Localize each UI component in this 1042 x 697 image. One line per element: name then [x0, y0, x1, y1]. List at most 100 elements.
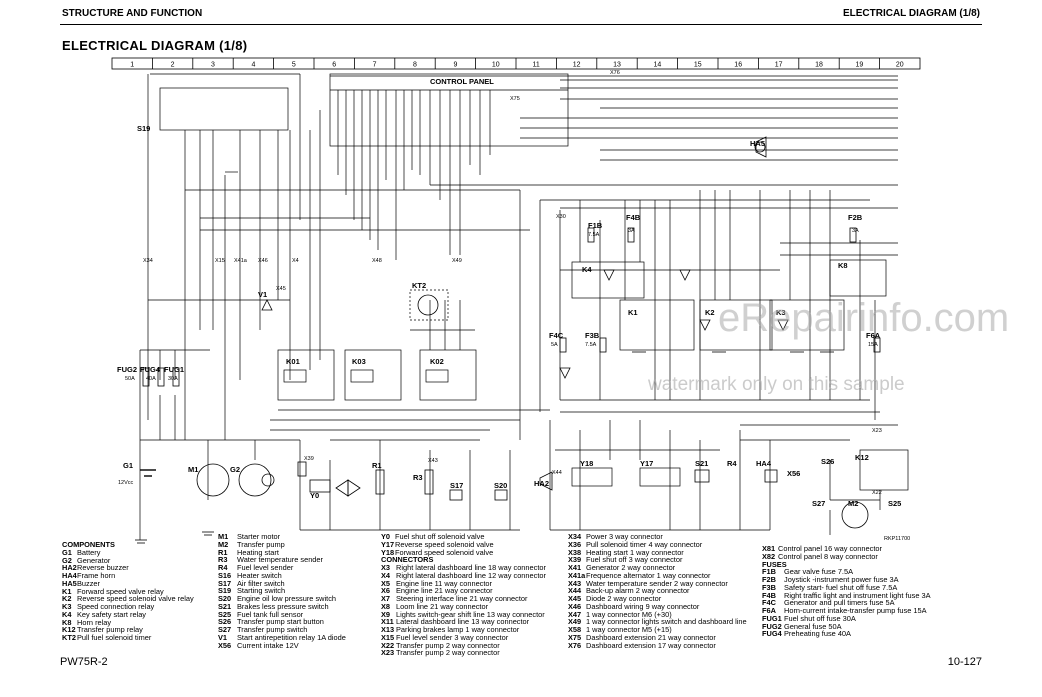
legend-code: S16 [218, 570, 232, 580]
legend-text: Engine oil low pressure switch [237, 594, 336, 603]
legend-code: X3 [381, 563, 391, 572]
svg-text:F3B: F3B [585, 331, 600, 340]
svg-text:X44: X44 [552, 470, 562, 476]
legend-text: Transfer pump start button [237, 617, 324, 627]
page-title: ELECTRICAL DIAGRAM (1/8) [62, 38, 248, 53]
connectors-heading: CONNECTORS [381, 555, 434, 565]
svg-text:K03: K03 [352, 357, 366, 366]
svg-text:Y0: Y0 [310, 491, 319, 500]
grid-column-label: 1 [130, 62, 134, 69]
legend-text: Dashboard wiring 9 way connector [586, 601, 700, 611]
watermark-sub: watermark only on this sample [648, 374, 905, 395]
grid-column-label: 12 [573, 62, 581, 69]
legend-code: S26 [218, 617, 232, 627]
svg-text:7.5A: 7.5A [588, 232, 600, 238]
legend-text: Water temperature sender [237, 555, 323, 565]
legend-text: Engine line 11 way connector [396, 578, 493, 588]
legend-text: Frequence alternator 1 way connector [586, 570, 711, 580]
svg-text:G1: G1 [123, 461, 133, 470]
legend-text: Brakes less pressure switch [237, 601, 329, 611]
svg-text:X34: X34 [143, 258, 153, 264]
svg-text:R3: R3 [413, 473, 423, 482]
legend-text: Generator 2 way connector [586, 563, 676, 572]
legend-text: Control panel 8 way connector [778, 551, 878, 561]
legend-text: Fuel level sender 3 way connector [396, 632, 509, 642]
legend-code: K2 [62, 594, 72, 604]
legend-code: X11 [381, 617, 394, 627]
legend-text: Heating start [237, 547, 279, 557]
legend-text: Gear valve fuse 7.5A [784, 567, 854, 577]
grid-column-label: 7 [373, 62, 377, 69]
temp-sender-symbol [424, 469, 434, 495]
svg-text:FUG2: FUG2 [117, 365, 137, 374]
header-rule [60, 24, 982, 25]
legend-code: FUG1 [762, 613, 782, 623]
svg-text:12Vcc: 12Vcc [118, 480, 134, 486]
legend-code: G2 [62, 555, 72, 565]
legend-code: X46 [568, 601, 582, 611]
grid-column-label: 14 [654, 62, 662, 69]
svg-text:Y17: Y17 [640, 459, 653, 468]
legend-text: Control panel 16 way connector [778, 544, 882, 553]
svg-text:15A: 15A [868, 342, 878, 348]
svg-text:M2: M2 [848, 499, 858, 508]
legend-text: 1 way connector M5 (+15) [586, 625, 672, 634]
legend-item: X46 Dashboard wiring 9 way connector [568, 601, 747, 611]
legend-text: Diode 2 way connector [586, 594, 662, 603]
svg-text:F6A: F6A [866, 331, 881, 340]
grid-column-label: 9 [453, 62, 457, 69]
legend-code: X82 [762, 551, 776, 561]
svg-text:F4C: F4C [549, 331, 564, 340]
legend-item: HA4Frame horn [62, 572, 194, 580]
svg-text:S21: S21 [695, 459, 708, 468]
legend-text: Lateral dashboard line 13 way connector [396, 617, 530, 627]
legend-text: Dashboard extension 21 way connector [586, 632, 716, 642]
legend-text: Current intake 12V [237, 640, 299, 650]
legend-text: Transfer pump switch [237, 625, 308, 634]
svg-text:FUG4: FUG4 [140, 365, 161, 374]
legend-code: S21 [218, 601, 232, 611]
legend-text: Back-up alarm 2 way connector [586, 586, 690, 596]
legend-text: Right lateral dashboard line 12 way conn… [396, 570, 546, 580]
heating-resistor-symbol [375, 469, 385, 495]
legend-code: V1 [218, 632, 228, 642]
svg-text:K12: K12 [855, 453, 869, 462]
legend-text: Water temperature sender 2 way connector [586, 578, 728, 588]
legend-code: S20 [218, 594, 232, 603]
legend-text: Fuel shut off solenoid valve [395, 532, 485, 541]
legend-text: Reverse speed solenoid valve relay [77, 594, 194, 604]
svg-text:K8: K8 [838, 261, 848, 270]
legend-item: X41aFrequence alternator 1 way connector [568, 570, 747, 580]
legend-item: Y17Reverse speed solenoid valve [381, 540, 546, 549]
legend-code: X15 [381, 632, 395, 642]
legend-code: Y0 [381, 532, 391, 541]
legend-code: X5 [381, 578, 391, 588]
grid-column-label: 20 [896, 62, 904, 69]
svg-text:K02: K02 [430, 357, 444, 366]
legend-code: F4C [762, 598, 776, 608]
legend-code: M1 [218, 532, 229, 541]
svg-text:S20: S20 [494, 481, 507, 490]
legend-text: Fuel shut off 3 way connector [586, 555, 683, 565]
grid-column-label: 13 [613, 62, 621, 69]
grid-column-label: 3 [211, 62, 215, 69]
